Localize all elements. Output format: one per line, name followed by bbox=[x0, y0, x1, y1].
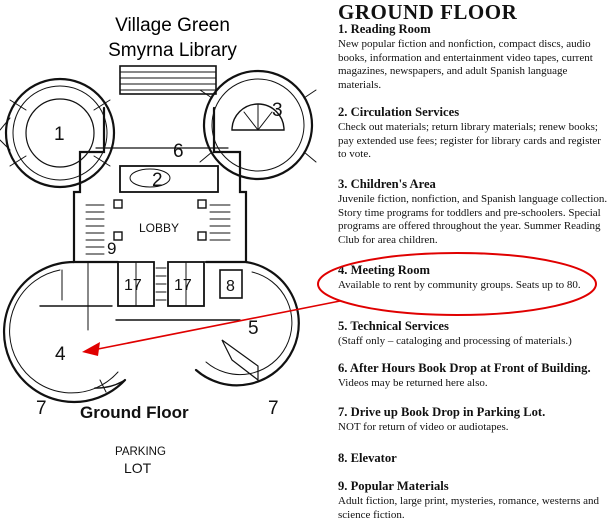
room-number-1: 1 bbox=[54, 124, 65, 145]
legend-item-meeting-room: 4. Meeting Room Available to rent by com… bbox=[338, 263, 610, 293]
room-number-7-right: 7 bbox=[268, 398, 279, 419]
room-number-4: 4 bbox=[55, 344, 66, 365]
legend-item-title: 5. Technical Services bbox=[338, 319, 449, 333]
legend-item-title: 9. Popular Materials bbox=[338, 479, 449, 493]
room-number-6: 6 bbox=[173, 141, 184, 162]
meeting-room-rotunda bbox=[2, 260, 127, 404]
reading-room-rotunda bbox=[4, 77, 116, 189]
legend-item-desc: Adult fiction, large print, mysteries, r… bbox=[338, 495, 599, 521]
legend-item-title: 2. Circulation Services bbox=[338, 105, 460, 119]
room-number-9: 9 bbox=[107, 239, 116, 258]
legend-item-elevator: 8. Elevator bbox=[338, 451, 610, 467]
legend-heading: GROUND FLOOR bbox=[338, 0, 518, 24]
legend-item-childrens-area: 3. Children's Area Juvenile fiction, non… bbox=[338, 177, 610, 247]
legend-item-reading-room: 1. Reading Room New popular fiction and … bbox=[338, 22, 610, 92]
plan-caption: Ground Floor bbox=[80, 403, 189, 422]
legend-item-desc: New popular fiction and nonfiction, comp… bbox=[338, 38, 593, 91]
pointer-arrowhead bbox=[82, 342, 100, 356]
pointer-arrow-line bbox=[97, 300, 341, 350]
legend-item-desc: Available to rent by community groups. S… bbox=[338, 279, 581, 291]
restrooms-elevator bbox=[117, 261, 243, 307]
legend-item-desc: Videos may be returned here also. bbox=[338, 377, 488, 389]
room-number-5: 5 bbox=[248, 318, 259, 339]
legend-item-title: 3. Children's Area bbox=[338, 177, 436, 191]
parking-lot-label: LOT bbox=[124, 460, 152, 476]
room-number-2: 2 bbox=[152, 170, 163, 191]
library-title-line1: Village Green bbox=[115, 15, 230, 36]
legend-item-title: 8. Elevator bbox=[338, 451, 397, 465]
legend-item-title: 1. Reading Room bbox=[338, 22, 431, 36]
legend-item-title: 7. Drive up Book Drop in Parking Lot. bbox=[338, 405, 546, 419]
legend-item-desc: NOT for return of video or audiotapes. bbox=[338, 421, 509, 433]
room-number-17-left: 17 bbox=[124, 277, 142, 294]
lobby-label: LOBBY bbox=[139, 221, 179, 235]
room-number-17-right: 17 bbox=[174, 277, 192, 294]
legend-item-after-hours-drop: 6. After Hours Book Drop at Front of Bui… bbox=[338, 361, 610, 391]
childrens-area-rotunda bbox=[199, 69, 317, 181]
room-number-8: 8 bbox=[226, 278, 235, 295]
legend-item-title: 6. After Hours Book Drop at Front of Bui… bbox=[338, 361, 591, 375]
legend-item-title: 4. Meeting Room bbox=[338, 263, 430, 277]
legend-item-popular-materials: 9. Popular Materials Adult fiction, larg… bbox=[338, 479, 610, 522]
technical-services-rotunda bbox=[194, 260, 300, 387]
room-number-7-left: 7 bbox=[36, 398, 47, 419]
legend-item-desc: Check out materials; return library mate… bbox=[338, 121, 601, 160]
room-number-3: 3 bbox=[272, 100, 283, 121]
highlight-ellipse bbox=[317, 252, 597, 316]
legend-item-desc: (Staff only – cataloging and processing … bbox=[338, 335, 572, 347]
library-title-line2: Smyrna Library bbox=[108, 40, 237, 61]
parking-label: PARKING bbox=[115, 446, 166, 458]
legend-item-drive-up-drop: 7. Drive up Book Drop in Parking Lot. NO… bbox=[338, 405, 610, 435]
legend-item-technical-services: 5. Technical Services (Staff only – cata… bbox=[338, 319, 610, 349]
legend-item-circulation: 2. Circulation Services Check out materi… bbox=[338, 105, 610, 162]
legend-item-desc: Juvenile fiction, nonfiction, and Spanis… bbox=[338, 193, 608, 246]
